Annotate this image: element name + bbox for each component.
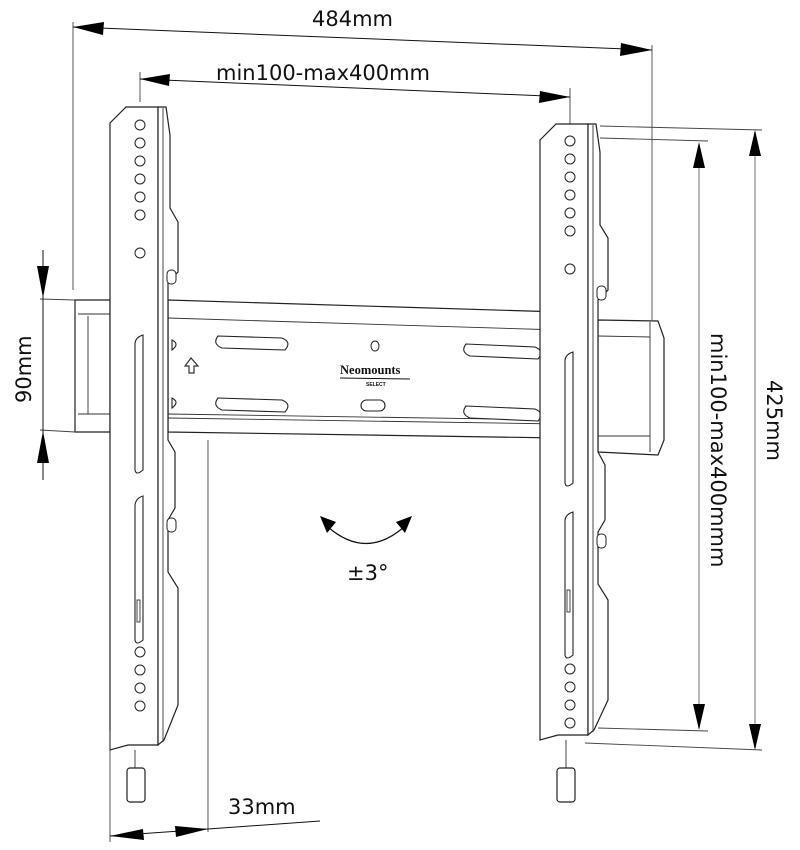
wall-rail: Neomounts SELECT xyxy=(74,299,665,456)
brand-sub: SELECT xyxy=(366,382,386,388)
overall-height-label: 425mm xyxy=(762,380,786,461)
overall-width-label: 484mm xyxy=(312,7,393,31)
arrow-up-left-icon xyxy=(320,516,336,533)
tilt-indicator: ±3° xyxy=(320,516,412,585)
vesa-vertical-dimension: min100-max400mmm xyxy=(597,137,730,732)
wall-distance-label: 33mm xyxy=(228,795,296,819)
brand-logo: Neomounts SELECT xyxy=(339,363,411,388)
vesa-horizontal-label: min100-max400mm xyxy=(216,61,430,85)
right-safety-pull xyxy=(556,767,576,803)
wall-distance-dimension: 33mm xyxy=(109,440,321,842)
arrow-right-icon xyxy=(175,826,208,837)
arrow-down-icon xyxy=(37,266,49,298)
arrow-right-icon xyxy=(539,91,570,103)
vesa-horizontal-dimension: min100-max400mm xyxy=(139,61,571,125)
rail-height-label: 90mm xyxy=(12,335,36,403)
arrow-left-icon xyxy=(73,22,104,35)
arrow-left-icon xyxy=(110,829,144,840)
left-vertical-arm xyxy=(109,106,179,803)
right-arm-top-holes xyxy=(564,135,576,275)
left-arm-top-holes xyxy=(134,119,146,259)
vesa-vertical-label: min100-max400mmm xyxy=(706,333,730,567)
arrow-right-icon xyxy=(620,43,652,56)
rail-center-hole xyxy=(370,340,380,352)
arrow-up-icon xyxy=(693,142,705,168)
left-safety-pull xyxy=(126,767,146,803)
right-arm-bottom-holes xyxy=(564,663,576,729)
left-arm-bottom-holes xyxy=(134,646,146,712)
rail-height-dimension: 90mm xyxy=(12,250,76,480)
rail-center-slot xyxy=(360,399,386,412)
right-vertical-arm xyxy=(539,123,609,803)
arrow-down-icon xyxy=(749,724,761,750)
brand-name: Neomounts xyxy=(340,363,401,377)
overall-width-dimension: 484mm xyxy=(72,7,653,320)
arrow-up-icon xyxy=(749,130,761,156)
arrow-down-icon xyxy=(693,704,705,730)
up-arrow-icon xyxy=(183,357,200,374)
tilt-label: ±3° xyxy=(347,561,388,585)
arrow-up-icon xyxy=(37,431,49,463)
rail-slots xyxy=(171,335,542,422)
arrow-up-right-icon xyxy=(396,516,412,533)
overall-height-dimension: 425mm xyxy=(584,125,786,751)
arrow-left-icon xyxy=(140,74,170,86)
